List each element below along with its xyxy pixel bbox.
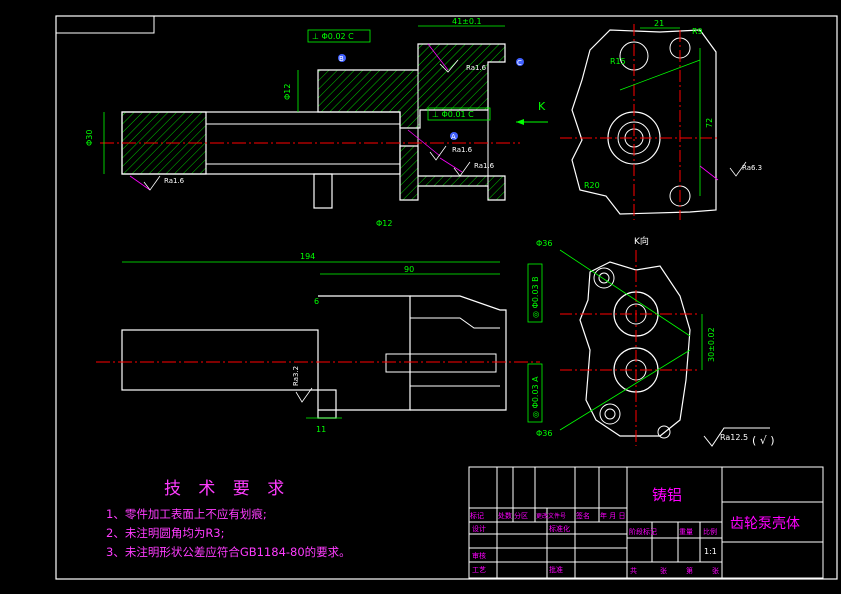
dim-r20: R20 [584, 181, 600, 190]
tb-process: 工艺 [472, 566, 486, 574]
dim-194: 194 [300, 252, 315, 261]
code-box [55, 15, 155, 34]
ra-4: Ra1.6 [474, 162, 495, 170]
dim-11: 11 [316, 425, 326, 434]
tb-scale-label: 比例 [703, 527, 717, 536]
ra-2: Ra1.6 [466, 64, 487, 72]
default-roughness: Ra12.5 ( √ ) [703, 427, 775, 447]
tb-total: 共 [630, 566, 637, 575]
gdt-text-2: ⊥ Φ0.01 C [432, 110, 474, 119]
dim-left-bore: Φ30 [85, 130, 94, 146]
dim-center-dist: 30±0.02 [707, 327, 716, 362]
k-view: K向 Φ36 Φ36 30±0.02 [536, 235, 716, 446]
end-view-top: 21 R9 R15 72 R20 Ra6.3 [560, 19, 762, 220]
ra-5: Ra6.3 [742, 164, 762, 172]
datum-b-marker [338, 54, 346, 62]
dim-side-bore: Φ12 [376, 219, 392, 228]
tb-sheet-no: 第 [686, 566, 693, 575]
dim-r9: R9 [692, 27, 703, 36]
gdt-frame-4 [527, 363, 543, 423]
tech-req-heading: 技 术 要 求 [164, 479, 291, 499]
dim-r15: R15 [610, 57, 626, 66]
technical-requirements: 技 术 要 求 1、零件加工表面上不应有划痕; 2、未注明圆角均为R3; 3、未… [106, 474, 351, 562]
tb-material: 铸铝 [652, 486, 682, 504]
tb-date: 年 月 日 [600, 511, 625, 520]
tb-signature: 签名 [576, 511, 590, 520]
gdt-frame-3 [527, 263, 543, 323]
dim-top-width: 41±0.1 [452, 17, 482, 26]
dim-21: 21 [654, 19, 664, 28]
dim-72: 72 [705, 118, 714, 128]
tb-change-doc: 更改文件号 [536, 512, 566, 520]
tb-count: 处数 [498, 511, 512, 520]
tech-req-item-1: 1、零件加工表面上不应有划痕; [106, 507, 267, 521]
datum-c: C [517, 59, 522, 67]
dim-bore36a: Φ36 [536, 239, 552, 248]
ra-default-suffix: ( √ ) [752, 434, 775, 447]
ra-6: Ra3.2 [292, 366, 300, 386]
view-k-arrow: K [516, 100, 548, 125]
ra-1: Ra1.6 [164, 177, 185, 185]
gdt-text-3: ◎ Φ0.03 B [531, 276, 540, 318]
tb-reviewer: 审核 [472, 551, 486, 560]
datum-a-marker [450, 132, 458, 140]
dim-6: 6 [314, 297, 319, 306]
title-block [468, 466, 824, 579]
sheet-border [55, 15, 838, 580]
k-view-label: K向 [634, 235, 649, 247]
tb-zone: 分区 [514, 511, 528, 520]
tb-mark: 标记 [470, 511, 484, 520]
tb-part-name: 齿轮泵壳体 [730, 515, 800, 532]
section-view: Φ30 41±0.1 Φ12 Φ12 ⊥ Φ0.02 C ⊥ Φ0.01 C B… [85, 17, 524, 228]
view-k-label: K [538, 100, 546, 113]
gdt-frame-1 [307, 29, 371, 43]
title-block-labels: 标记 处数 分区 更改文件号 签名 年 月 日 设计 标准化 审核 工艺 批准 … [470, 511, 719, 575]
ra-3: Ra1.6 [452, 146, 473, 154]
dim-step-bore: Φ12 [283, 84, 292, 100]
ra-default: Ra12.5 [720, 433, 748, 442]
tb-weight: 重量 [679, 528, 693, 536]
tech-req-item-2: 2、未注明圆角均为R3; [106, 526, 225, 540]
tb-designer: 设计 [472, 524, 486, 533]
dim-bore36b: Φ36 [536, 429, 552, 438]
dim-90: 90 [404, 265, 414, 274]
tb-sheets: 张 [660, 566, 667, 575]
tb-approve: 批准 [549, 565, 563, 574]
tech-req-item-3: 3、未注明形状公差应符合GB1184-80的要求。 [106, 545, 351, 559]
gdt-text-1: ⊥ Φ0.02 C [312, 32, 354, 41]
datum-c-marker [516, 58, 524, 66]
datum-a: A [451, 133, 456, 141]
tb-scale: 1:1 [704, 547, 717, 556]
tb-stage-mark: 阶段标记 [629, 527, 657, 536]
gdt-text-4: ◎ Φ0.03 A [531, 376, 540, 418]
datum-b: B [339, 55, 344, 63]
side-view: 194 90 6 11 Ra3.2 ◎ Φ0.03 B ◎ Φ0.03 A [96, 252, 543, 434]
gdt-frame-2 [427, 107, 491, 121]
tb-standardization: 标准化 [549, 524, 570, 533]
tb-sheet-unit: 张 [712, 566, 719, 575]
